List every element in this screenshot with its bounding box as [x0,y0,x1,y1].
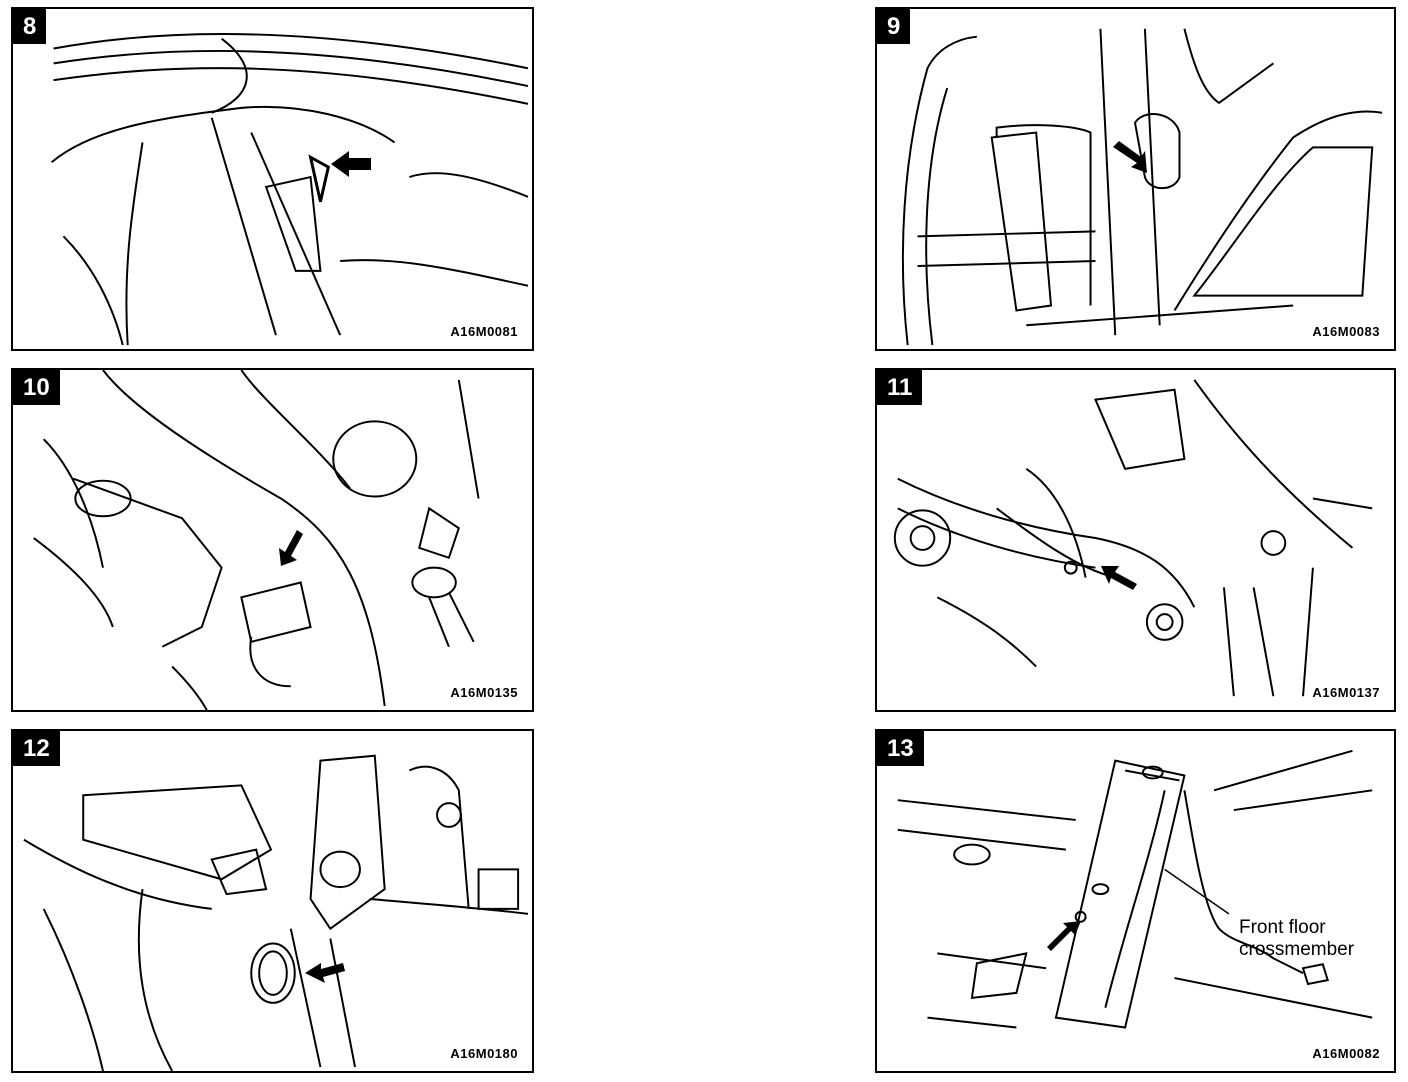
figure-12: 12 A16M0180 [11,729,534,1073]
figure-number: 10 [13,370,60,405]
figure-9: 9 A16M0083 [875,7,1396,351]
arrow-icon [1113,141,1147,173]
figure-number: 11 [877,370,923,405]
arrow-icon [1101,566,1137,590]
callout-line-1: Front floor [1239,917,1326,938]
figure-code: A16M0135 [450,685,518,700]
callout-label: Front floor crossmember [1239,917,1354,961]
figure-13-illustration [897,749,1373,1029]
figure-code: A16M0081 [450,324,518,339]
figure-10: 10 A16M0135 [11,368,534,712]
figure-code: A16M0083 [1312,324,1380,339]
figure-code: A16M0137 [1312,685,1380,700]
callout-line-2: crossmember [1239,939,1355,960]
figure-12-illustration [23,754,529,1071]
figure-9-illustration [901,28,1383,346]
figure-10-illustration [33,370,480,710]
figure-number: 8 [13,9,47,44]
figure-code: A16M0180 [450,1046,518,1061]
figure-8: 8 A16M0081 [11,7,534,351]
figure-8-illustration [50,33,529,346]
arrow-icon [331,151,371,177]
arrow-icon [305,963,345,983]
figure-11: 11 A16M0137 [875,368,1396,712]
figure-number: 12 [13,731,60,766]
arrow-icon [1047,921,1081,951]
figure-number: 9 [877,9,911,44]
figure-code: A16M0082 [1312,1046,1380,1061]
arrow-icon [279,530,303,566]
figure-13: Front floor crossmember 13 A16M0082 [875,729,1396,1073]
figure-number: 13 [877,731,924,766]
figure-11-illustration [893,379,1373,697]
